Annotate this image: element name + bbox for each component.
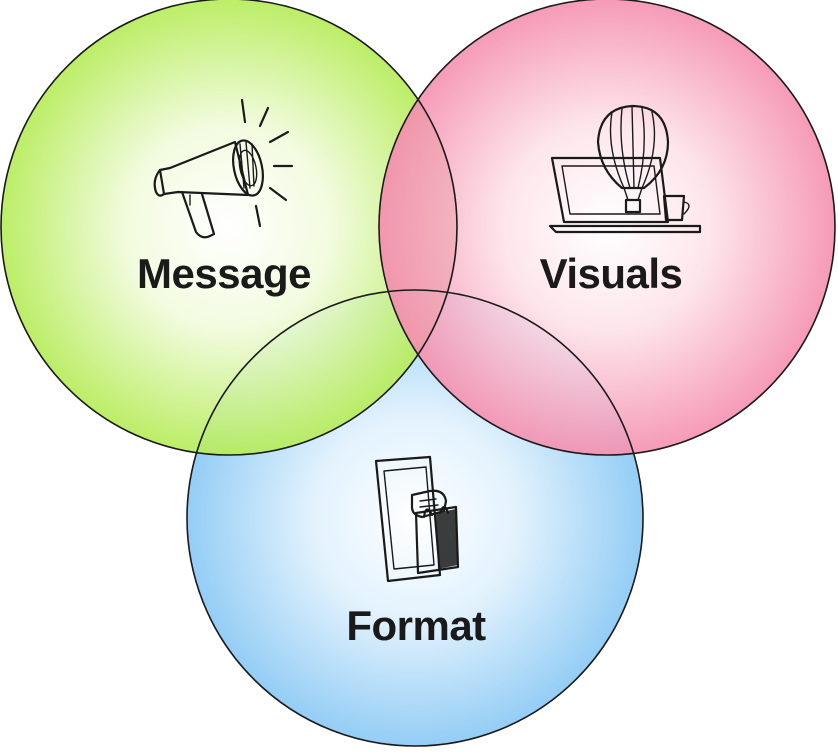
- visuals-label: Visuals: [540, 250, 683, 297]
- format-label: Format: [346, 602, 486, 649]
- message-label: Message: [137, 250, 311, 297]
